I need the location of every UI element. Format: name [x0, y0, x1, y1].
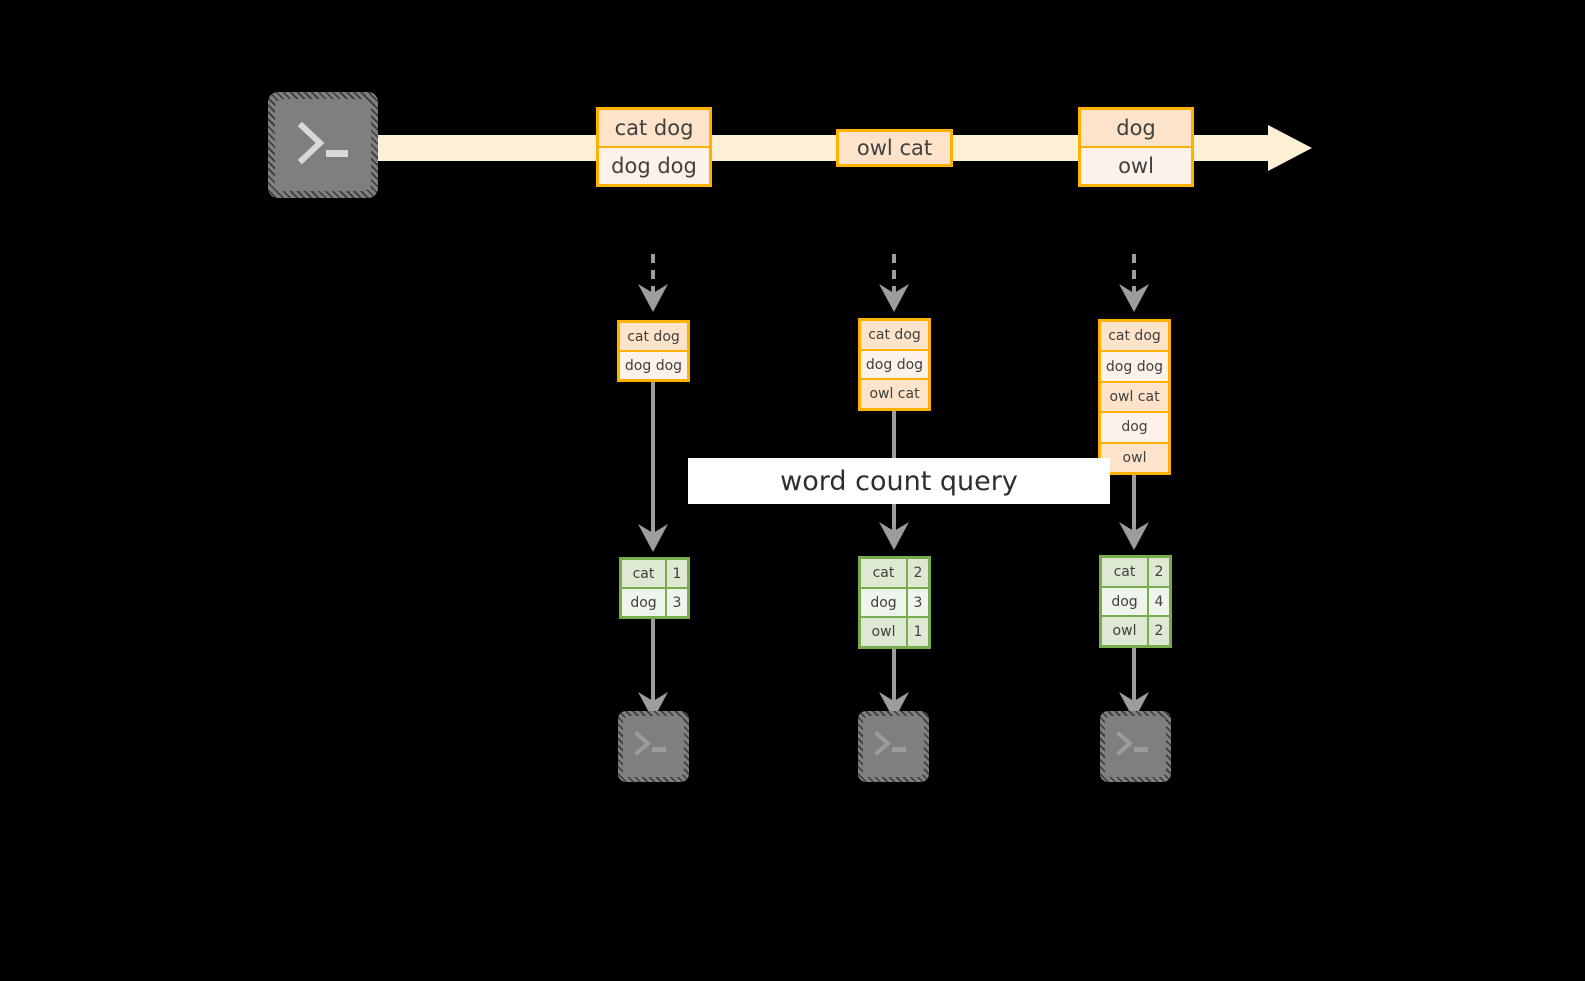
- log-entry: dog: [1101, 413, 1168, 444]
- count-value: 3: [913, 594, 923, 611]
- snapshot-3-log[interactable]: cat dog dog dog owl cat dog owl: [1098, 319, 1171, 475]
- count-word: owl: [861, 618, 908, 647]
- stream-message-line: dog: [1081, 110, 1191, 148]
- snapshot-2-counts-to-consumer-line: [892, 649, 896, 705]
- snapshot-1-log-to-counts-line: [651, 382, 655, 537]
- log-entry: owl: [1101, 443, 1168, 473]
- count-value: 2: [1154, 623, 1164, 640]
- down-arrow-icon: [879, 692, 909, 720]
- log-entry: cat dog: [1101, 322, 1168, 353]
- stream-message-2[interactable]: owl cat: [836, 129, 953, 167]
- snapshot-2-consumer-terminal-icon: [858, 711, 929, 782]
- snapshot-1-log[interactable]: cat dog dog dog: [617, 320, 690, 382]
- count-value: 2: [913, 564, 923, 581]
- dashed-down-arrow-icon: [1119, 284, 1149, 312]
- snapshot-1-counts-table[interactable]: cat 1 dog 3: [619, 557, 690, 619]
- table-row: owl 1: [861, 618, 928, 647]
- down-arrow-icon: [638, 692, 668, 720]
- table-row: dog 3: [861, 588, 928, 619]
- query-label-text: word count query: [780, 465, 1018, 497]
- right-arrow-icon: [1268, 125, 1312, 171]
- table-row: dog 4: [1102, 587, 1169, 618]
- log-entry: dog dog: [1101, 352, 1168, 383]
- dashed-down-arrow-icon: [638, 284, 668, 312]
- query-label-band: word count query: [688, 458, 1110, 504]
- producer-terminal-icon: [268, 92, 378, 198]
- terminal-prompt-icon: [634, 731, 666, 756]
- table-row: cat 2: [861, 559, 928, 589]
- table-row: cat 2: [1102, 558, 1169, 588]
- dashed-down-arrow-line: [651, 254, 655, 298]
- count-value: 4: [1154, 593, 1164, 610]
- stream-message-line: owl: [1081, 148, 1191, 184]
- count-word: cat: [861, 559, 908, 587]
- snapshot-2-counts-table[interactable]: cat 2 dog 3 owl 1: [858, 556, 931, 649]
- stream-message-line: cat dog: [599, 110, 709, 148]
- snapshot-1-counts-to-consumer-line: [651, 619, 655, 704]
- stream-message-1[interactable]: cat dog dog dog: [596, 107, 712, 187]
- count-word: dog: [622, 589, 667, 616]
- snapshot-3-counts-to-consumer-line: [1132, 648, 1136, 705]
- terminal-prompt-icon: [874, 731, 906, 756]
- dashed-down-arrow-line: [892, 254, 896, 298]
- count-value: 1: [672, 565, 682, 582]
- terminal-prompt-icon: [1116, 731, 1148, 756]
- snapshot-3-consumer-terminal-icon: [1100, 711, 1171, 782]
- count-value: 1: [913, 624, 923, 641]
- snapshot-3-counts-table[interactable]: cat 2 dog 4 owl 2: [1099, 555, 1172, 648]
- down-arrow-icon: [879, 522, 909, 550]
- log-entry: owl cat: [1101, 382, 1168, 414]
- count-word: cat: [1102, 558, 1149, 586]
- dashed-down-arrow-line: [1132, 254, 1136, 298]
- dashed-down-arrow-icon: [879, 284, 909, 312]
- log-entry: dog dog: [861, 350, 928, 381]
- down-arrow-icon: [638, 524, 668, 552]
- table-row: dog 3: [622, 589, 687, 616]
- count-value: 2: [1154, 563, 1164, 580]
- table-row: cat 1: [622, 560, 687, 589]
- snapshot-3-log-to-counts-line: [1132, 475, 1136, 535]
- table-row: owl 2: [1102, 617, 1169, 646]
- log-entry: dog dog: [620, 352, 687, 379]
- terminal-prompt-icon: [297, 121, 348, 165]
- stream-message-3[interactable]: dog owl: [1078, 107, 1194, 187]
- stream-message-line: dog dog: [599, 148, 709, 184]
- log-entry: owl cat: [861, 380, 928, 409]
- down-arrow-icon: [1119, 522, 1149, 550]
- stream-message-line: owl cat: [839, 132, 950, 164]
- log-entry: cat dog: [620, 323, 687, 352]
- snapshot-2-log[interactable]: cat dog dog dog owl cat: [858, 318, 931, 411]
- count-word: dog: [861, 588, 908, 617]
- count-word: dog: [1102, 587, 1149, 616]
- log-entry: cat dog: [861, 321, 928, 351]
- count-value: 3: [672, 594, 682, 611]
- snapshot-1-consumer-terminal-icon: [618, 711, 689, 782]
- count-word: cat: [622, 560, 667, 587]
- down-arrow-icon: [1119, 692, 1149, 720]
- count-word: owl: [1102, 617, 1149, 646]
